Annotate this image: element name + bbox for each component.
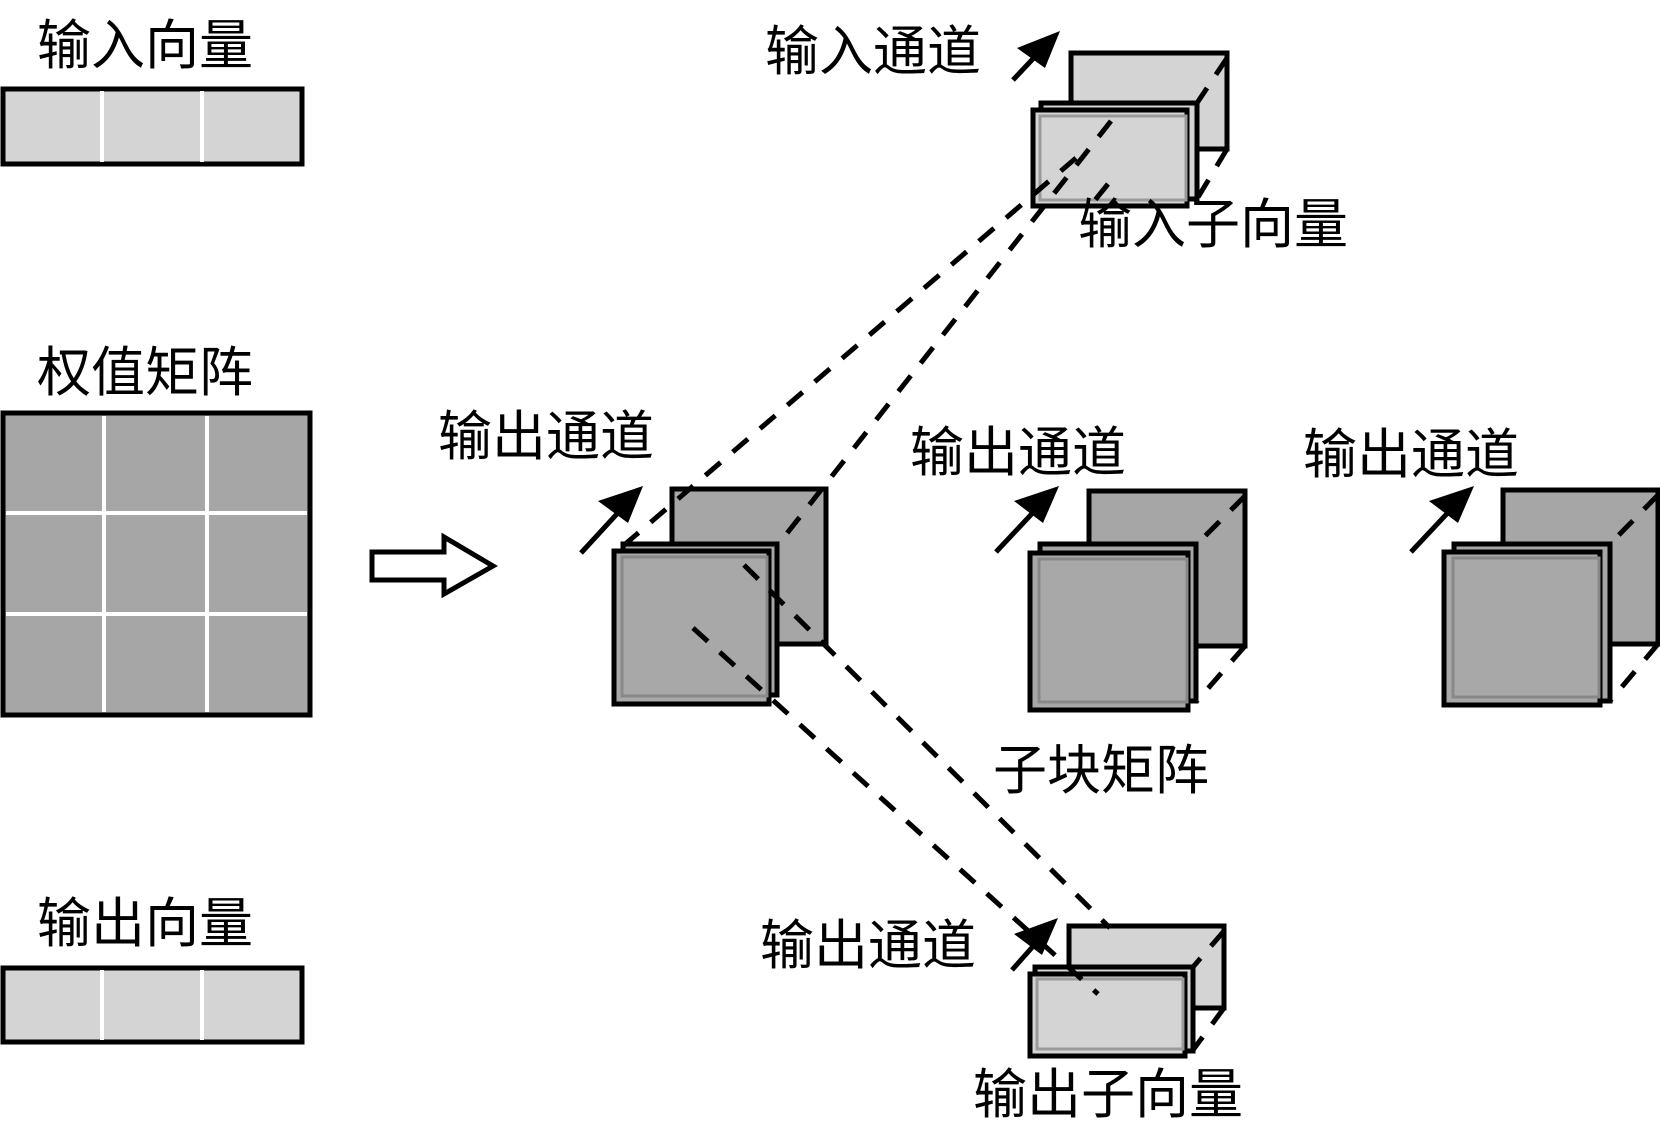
output-channel-arrow-icon <box>994 486 1059 554</box>
output-channel-arrow-icon <box>1010 918 1058 972</box>
depth-edge-dashed <box>1194 147 1230 201</box>
input-subvector-inner-edge <box>1038 114 1188 202</box>
output-channel-arrow-icon <box>579 486 643 555</box>
output-vector-box <box>0 965 305 1045</box>
output-vector-label: 输出向量 <box>37 892 253 955</box>
submatrix-layer-front <box>611 548 772 707</box>
submatrix-inner-edge <box>620 555 769 698</box>
submatrix-inner-edge <box>1037 557 1189 704</box>
output-channel-label-1: 输出通道 <box>438 405 654 468</box>
weight-matrix <box>0 410 313 718</box>
output-subvector-label: 输出子向量 <box>973 1063 1243 1126</box>
depth-edge-dashed <box>1191 929 1226 969</box>
input-vector-box <box>0 86 305 167</box>
submatrix-inner-edge <box>1451 556 1601 699</box>
output-subvector <box>1027 923 1227 1059</box>
depth-edge-dashed <box>1195 644 1247 703</box>
connector-input-to-submatrix-left <box>621 156 1078 548</box>
weight-matrix-label: 权值矩阵 <box>37 341 253 404</box>
output-channel-label-2: 输出通道 <box>910 421 1126 484</box>
depth-edge-dashed <box>1608 642 1660 703</box>
connector-submatrix-to-output-right <box>742 563 1112 930</box>
connector-input-to-submatrix-right <box>775 119 1113 548</box>
input-vector <box>0 86 305 167</box>
input-channel-label: 输入通道 <box>765 20 981 83</box>
output-subvector-inner-edge <box>1035 977 1185 1051</box>
submatrix-group-3 <box>1441 487 1660 708</box>
connector-submatrix-to-output-left <box>691 626 1100 996</box>
depth-edge-dashed <box>1608 493 1660 546</box>
submatrix-layer-front <box>1027 550 1191 713</box>
depth-edge-dashed <box>1194 56 1230 105</box>
transform-arrow-icon <box>369 532 498 599</box>
input-subvector-label: 输入子向量 <box>1078 193 1348 256</box>
output-vector <box>0 965 305 1045</box>
output-subvector-layer-front <box>1027 971 1188 1059</box>
output-channel-label-bottom: 输出通道 <box>760 914 976 977</box>
submatrix-layer-front <box>1441 549 1603 708</box>
output-channel-label-3: 输出通道 <box>1303 423 1519 486</box>
weight-matrix-box <box>0 410 313 718</box>
input-vector-label: 输入向量 <box>37 14 253 77</box>
depth-edge-dashed <box>1195 494 1247 546</box>
connector-input-inner <box>1085 182 1110 212</box>
submatrix-group-2 <box>1027 488 1248 713</box>
output-channel-arrow-icon <box>1409 486 1474 554</box>
input-channel-arrow-icon <box>1011 31 1060 82</box>
depth-edge-dashed <box>1190 1006 1227 1052</box>
submatrix-label: 子块矩阵 <box>993 739 1209 802</box>
